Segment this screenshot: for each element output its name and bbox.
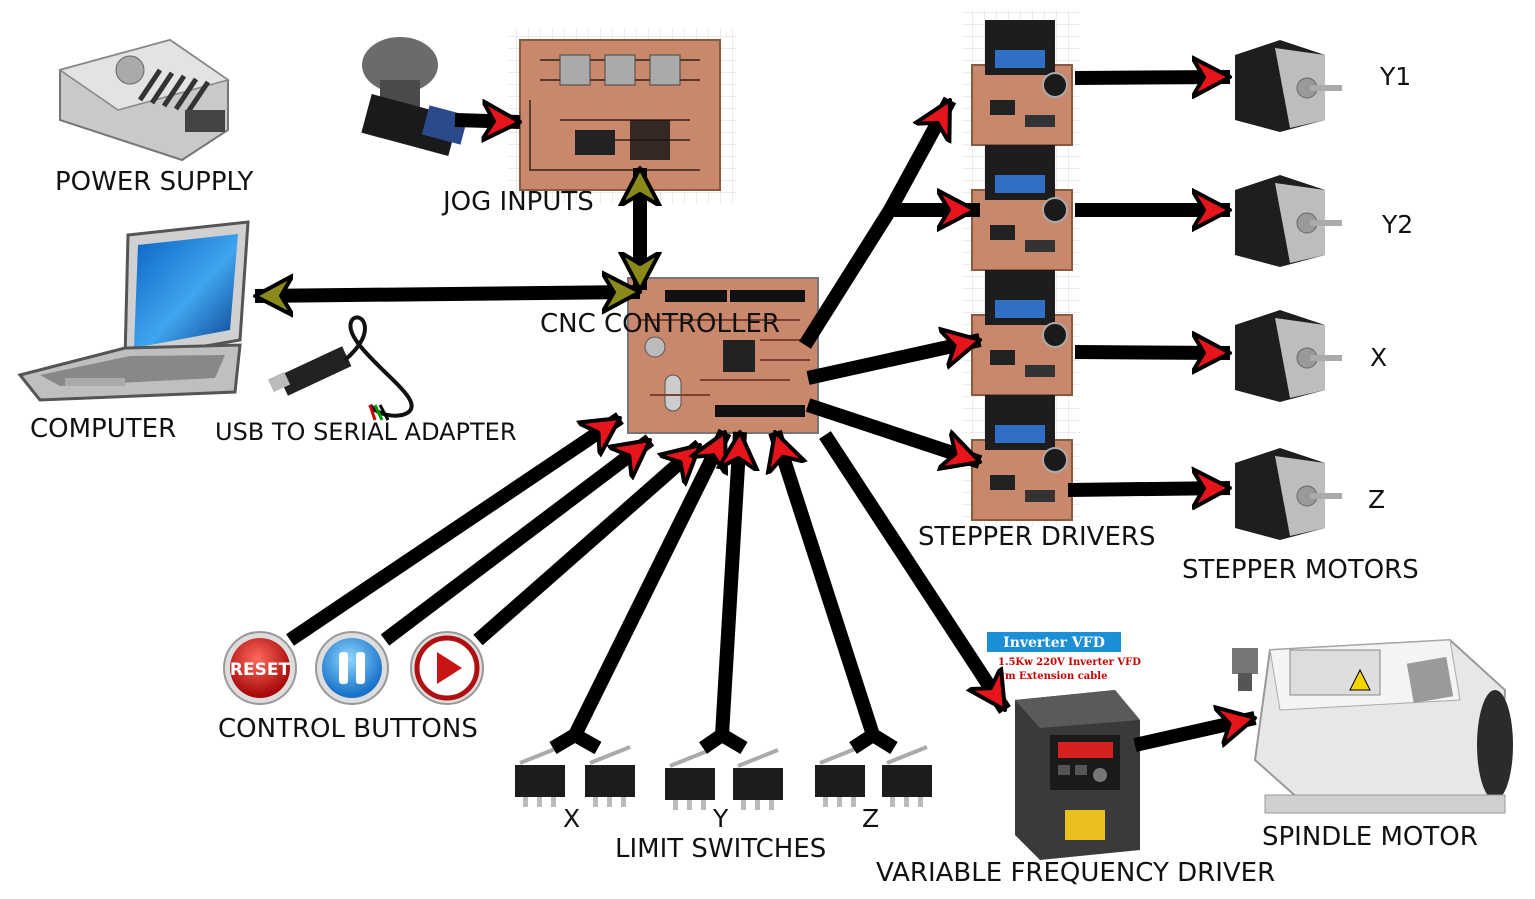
spindle-motor-label: SPINDLE MOTOR bbox=[1262, 822, 1478, 852]
motor-label-y2: Y2 bbox=[1381, 210, 1413, 239]
switch-label-x: X bbox=[563, 804, 580, 833]
play-button-image bbox=[410, 631, 484, 705]
controller-to-vfd-arrow bbox=[819, 431, 1011, 714]
driver-to-motor-y1-arrow bbox=[1074, 77, 1230, 78]
cnc-controller-board bbox=[627, 277, 819, 434]
limit-switches-label: LIMIT SWITCHES bbox=[615, 834, 826, 864]
power-supply-label: POWER SUPPLY bbox=[55, 167, 254, 197]
switch-label-z: Z bbox=[862, 804, 879, 833]
vfd-label: VARIABLE FREQUENCY DRIVER bbox=[876, 858, 1275, 888]
controller-to-driver-3-arrow bbox=[806, 340, 980, 385]
vfd-box-title: Inverter VFD bbox=[1003, 635, 1105, 651]
limit-switch-image bbox=[882, 745, 932, 807]
stepper-motor-image bbox=[1235, 448, 1342, 540]
limit-switch-image bbox=[815, 745, 865, 807]
motor-label-x: X bbox=[1370, 343, 1387, 372]
usb-adapter-image bbox=[267, 315, 414, 421]
limit-switch-image bbox=[515, 745, 565, 807]
controller-driver-trunk bbox=[799, 203, 980, 349]
computer-label: COMPUTER bbox=[30, 414, 176, 444]
power-supply-image bbox=[58, 38, 230, 162]
controller-to-driver-4-arrow bbox=[805, 398, 983, 462]
vfd-to-spindle-arrow bbox=[1133, 718, 1255, 752]
driver-to-motor-x-arrow bbox=[1074, 352, 1230, 353]
stepper-motor-image bbox=[1235, 310, 1342, 402]
limit-x-to-controller-arrow bbox=[568, 428, 732, 739]
limit-z-to-controller-arrow bbox=[775, 429, 880, 738]
limit-switch-image bbox=[585, 745, 635, 807]
limit-y-fork bbox=[699, 726, 748, 755]
reset-button-image: RESET bbox=[223, 631, 297, 705]
pause-to-controller-arrow bbox=[380, 434, 655, 646]
vfd-box-line1: 1.5Kw 220V Inverter VFD bbox=[998, 657, 1141, 668]
play-to-controller-arrow bbox=[473, 439, 705, 646]
control-buttons-label: CONTROL BUTTONS bbox=[218, 714, 478, 744]
jog-inputs-label: JOG INPUTS bbox=[441, 187, 594, 217]
joystick-image bbox=[361, 37, 469, 156]
limit-x-fork bbox=[549, 726, 602, 755]
motor-label-y1: Y1 bbox=[1379, 62, 1411, 91]
stepper-motor-image bbox=[1235, 175, 1342, 267]
stepper-driver-board bbox=[971, 395, 1073, 521]
motor-label-z: Z bbox=[1368, 485, 1385, 514]
spindle-motor-image bbox=[1232, 638, 1513, 814]
switch-label-y: Y bbox=[712, 804, 729, 833]
stepper-driver-board bbox=[971, 270, 1073, 396]
limit-z-fork bbox=[849, 726, 898, 754]
stepper-motors-label: STEPPER MOTORS bbox=[1182, 555, 1419, 585]
cnc-controller-label: CNC CONTROLLER bbox=[540, 309, 780, 339]
reset-button-text: RESET bbox=[230, 660, 291, 680]
usb-adapter-label: USB TO SERIAL ADAPTER bbox=[215, 418, 517, 446]
stepper-motor-image bbox=[1235, 40, 1342, 132]
vfd-box-line2: 2m Extension cable bbox=[998, 671, 1107, 682]
joystick-to-jog-arrow bbox=[454, 120, 520, 122]
computer-controller-arrow bbox=[255, 292, 640, 296]
controller-to-driver-1-arrow bbox=[883, 96, 957, 214]
stepper-drivers-label: STEPPER DRIVERS bbox=[918, 522, 1155, 552]
reset-to-controller-arrow bbox=[286, 412, 624, 646]
pause-button-image bbox=[315, 631, 389, 705]
limit-y-to-controller-arrow bbox=[715, 432, 740, 736]
jog-inputs-board bbox=[508, 28, 736, 204]
driver-to-motor-z-arrow bbox=[1067, 488, 1230, 490]
vfd-image: Inverter VFD 1.5Kw 220V Inverter VFD 2m … bbox=[987, 632, 1141, 860]
limit-switch-image bbox=[665, 748, 715, 810]
stepper-driver-board bbox=[971, 145, 1073, 271]
limit-switch-image bbox=[733, 748, 783, 810]
computer-image bbox=[17, 220, 250, 402]
